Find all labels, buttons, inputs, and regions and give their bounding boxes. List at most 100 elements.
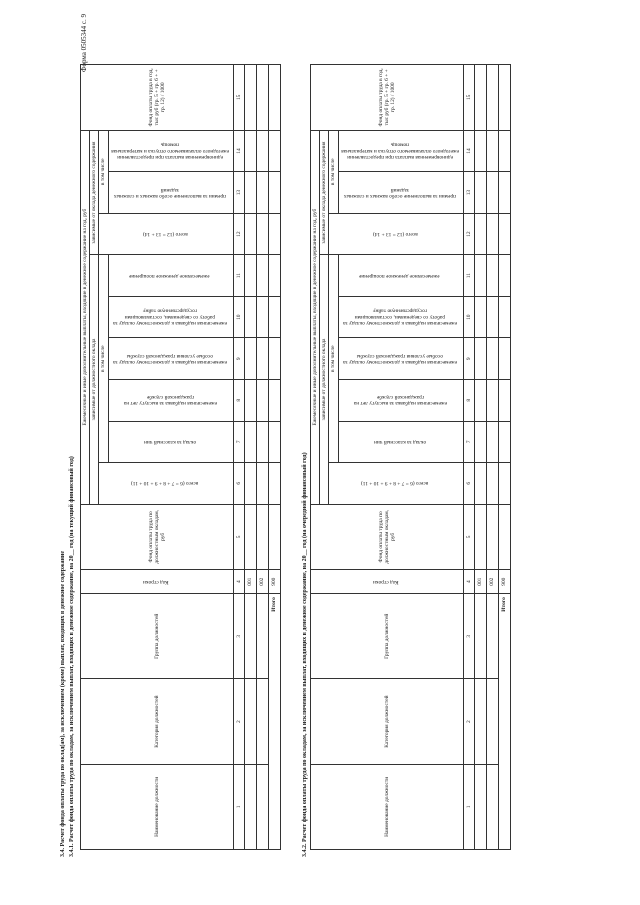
total-code: 900 xyxy=(268,569,281,594)
cell xyxy=(498,130,511,172)
col-number: 7 xyxy=(463,421,475,463)
cell xyxy=(268,462,281,505)
cell xyxy=(256,678,269,765)
col-number: 7 xyxy=(233,421,245,463)
header-annual-payroll: Фонд оплаты труда в год, тыс руб (гр. 5 … xyxy=(310,64,464,131)
cell xyxy=(486,64,499,131)
cell xyxy=(256,593,269,679)
cell xyxy=(486,130,499,172)
cell xyxy=(486,462,499,505)
total-label: Итого xyxy=(268,593,281,850)
total-row: Итого 900 xyxy=(498,64,511,850)
cell xyxy=(268,130,281,172)
table2-title: 3.4.2. Расчет фонда оплаты труда по окла… xyxy=(302,452,308,857)
cell xyxy=(474,421,487,463)
table-row: 001 xyxy=(244,64,257,850)
header-position-category: Категория должностей xyxy=(80,678,234,765)
payroll-table-current-year: Наименование должности Категория должнос… xyxy=(80,64,281,850)
col-number: 11 xyxy=(233,254,245,297)
total-label: Итого xyxy=(498,593,511,850)
header-col-7: оклад за классный чин xyxy=(108,421,234,463)
header-from-salary: зависимые от должностного оклада xyxy=(319,254,329,505)
cell xyxy=(244,213,257,255)
header-col-14: единовременная выплата при предоставлени… xyxy=(338,130,464,172)
col-number: 10 xyxy=(233,296,245,338)
col-number: 15 xyxy=(463,64,475,131)
cell xyxy=(474,130,487,172)
cell xyxy=(256,462,269,505)
cell xyxy=(268,171,281,214)
cell xyxy=(268,254,281,297)
cell xyxy=(474,593,487,679)
cell xyxy=(268,379,281,422)
cell xyxy=(474,171,487,214)
cell xyxy=(256,764,269,850)
col-number: 2 xyxy=(463,678,475,765)
table-row: 001 xyxy=(474,64,487,850)
col-number: 3 xyxy=(233,593,245,679)
cell xyxy=(474,213,487,255)
header-col-13: премии за выполнение особо важных и слож… xyxy=(108,171,234,214)
cell xyxy=(244,764,257,850)
header-position-group: Группа должностей xyxy=(80,593,234,679)
cell xyxy=(244,593,257,679)
table-row: 002 xyxy=(256,64,269,850)
cell xyxy=(498,64,511,131)
col-number: 8 xyxy=(463,379,475,422)
header-col-10: ежемесячная надбавка к должностному окла… xyxy=(338,296,464,338)
col-number: 5 xyxy=(233,504,245,570)
cell xyxy=(244,421,257,463)
cell xyxy=(244,462,257,505)
cell xyxy=(268,337,281,380)
header-col-11: ежемесячное денежное поощрение xyxy=(338,254,464,297)
cell xyxy=(256,130,269,172)
header-compensation-group: Ежемесячные и иные дополнительные выплат… xyxy=(310,130,320,505)
col-number: 4 xyxy=(233,569,245,594)
header-incl-1: в том числе xyxy=(328,254,339,463)
header-annual-payroll: Фонд оплаты труда в год, тыс руб (гр. 5 … xyxy=(80,64,234,131)
header-incl-2: в том числе xyxy=(328,130,339,214)
header-col-9: ежемесячная надбавка к должностному окла… xyxy=(108,337,234,380)
line-code: 001 xyxy=(244,569,257,594)
cell xyxy=(256,64,269,131)
header-position-category: Категория должностей xyxy=(310,678,464,765)
col-number: 12 xyxy=(233,213,245,255)
cell xyxy=(498,504,511,570)
header-col-13: премии за выполнение особо важных и слож… xyxy=(338,171,464,214)
cell xyxy=(256,213,269,255)
cell xyxy=(244,678,257,765)
line-code: 001 xyxy=(474,569,487,594)
total-row: Итого 900 xyxy=(268,64,281,850)
cell xyxy=(474,379,487,422)
header-col-8: ежемесячная надбавка за выслугу лет на г… xyxy=(108,379,234,422)
cell xyxy=(244,296,257,338)
header-compensation-group: Ежемесячные и иные дополнительные выплат… xyxy=(80,130,90,505)
header-position-name: Наименование должности xyxy=(310,764,464,850)
header-col-10: ежемесячная надбавка к должностному окла… xyxy=(108,296,234,338)
header-from-allowance: зависимые от оклада денежного содержания xyxy=(319,130,329,255)
cell xyxy=(474,504,487,570)
col-number: 14 xyxy=(463,130,475,172)
header-total-12: всего (12 = 13 + 14) xyxy=(98,213,234,255)
cell xyxy=(486,171,499,214)
cell xyxy=(256,379,269,422)
cell xyxy=(486,337,499,380)
header-col-7: оклад за классный чин xyxy=(338,421,464,463)
cell xyxy=(474,64,487,131)
header-position-group: Группа должностей xyxy=(310,593,464,679)
table1-title: 3.4.1. Расчет фонда оплаты труда по окла… xyxy=(69,456,75,857)
cell xyxy=(268,296,281,338)
cell xyxy=(268,421,281,463)
col-number: 13 xyxy=(233,171,245,214)
col-number: 3 xyxy=(463,593,475,679)
cell xyxy=(474,678,487,765)
col-number: 1 xyxy=(233,764,245,850)
header-incl-1: в том числе xyxy=(98,254,109,463)
header-total-6: всего (6 = 7 + 8 + 9 + 10 + 11) xyxy=(98,462,234,505)
cell xyxy=(474,254,487,297)
col-number: 2 xyxy=(233,678,245,765)
header-col-9: ежемесячная надбавка к должностному окла… xyxy=(338,337,464,380)
cell xyxy=(256,504,269,570)
cell xyxy=(474,462,487,505)
header-total-6: всего (6 = 7 + 8 + 9 + 10 + 11) xyxy=(328,462,464,505)
